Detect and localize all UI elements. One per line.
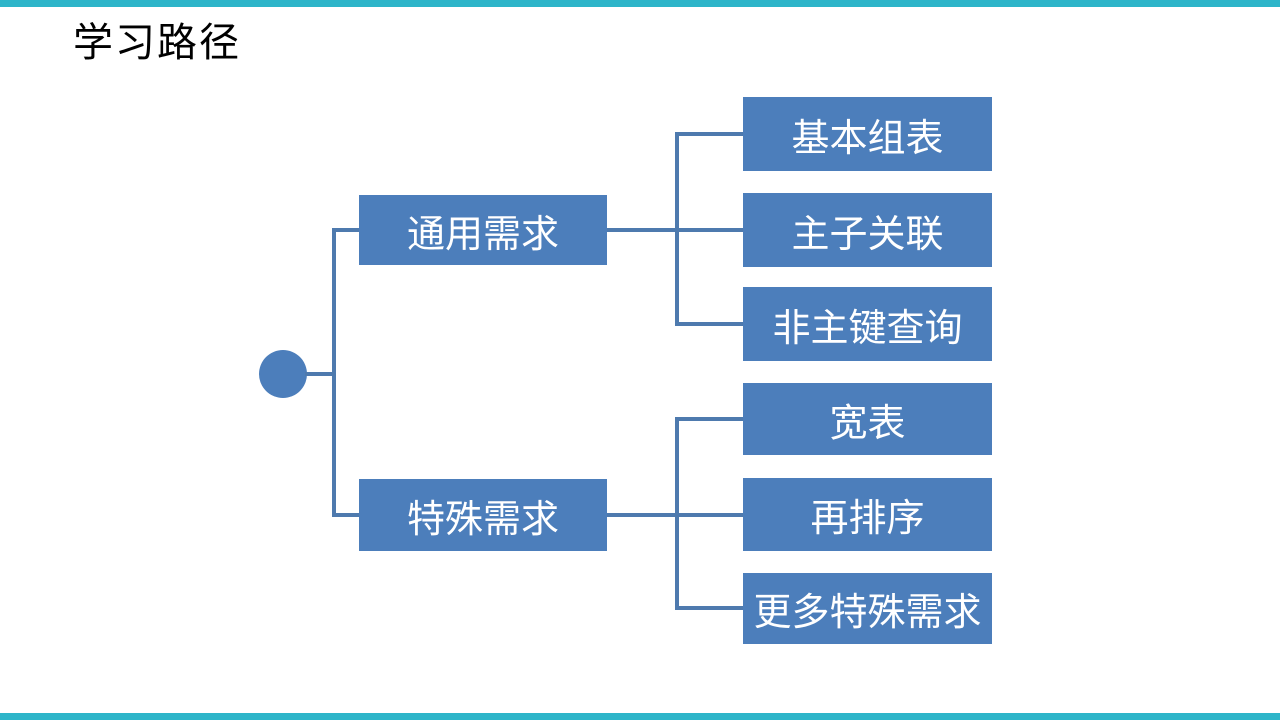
connector-line bbox=[332, 513, 359, 517]
branch-node-general-needs: 通用需求 bbox=[359, 195, 607, 265]
connector-line bbox=[675, 606, 743, 610]
connector-line bbox=[675, 417, 743, 421]
leaf-node-wide-table: 宽表 bbox=[743, 383, 992, 455]
connector-line bbox=[675, 132, 679, 326]
bottom-accent-bar bbox=[0, 713, 1280, 720]
root-circle-node bbox=[259, 350, 307, 398]
top-accent-bar bbox=[0, 0, 1280, 7]
branch-node-special-needs: 特殊需求 bbox=[359, 479, 607, 551]
connector-line bbox=[675, 322, 743, 326]
connector-line bbox=[332, 228, 359, 232]
leaf-node-basic-grouped-table: 基本组表 bbox=[743, 97, 992, 171]
connector-line bbox=[305, 372, 333, 376]
leaf-node-more-special-needs: 更多特殊需求 bbox=[743, 573, 992, 644]
slide-title: 学习路径 bbox=[73, 21, 241, 65]
leaf-node-non-primary-key-query: 非主键查询 bbox=[743, 287, 992, 361]
leaf-node-re-sorting: 再排序 bbox=[743, 478, 992, 551]
leaf-node-master-detail-link: 主子关联 bbox=[743, 193, 992, 267]
connector-line bbox=[332, 228, 336, 517]
connector-line bbox=[675, 417, 679, 610]
connector-line bbox=[675, 132, 743, 136]
